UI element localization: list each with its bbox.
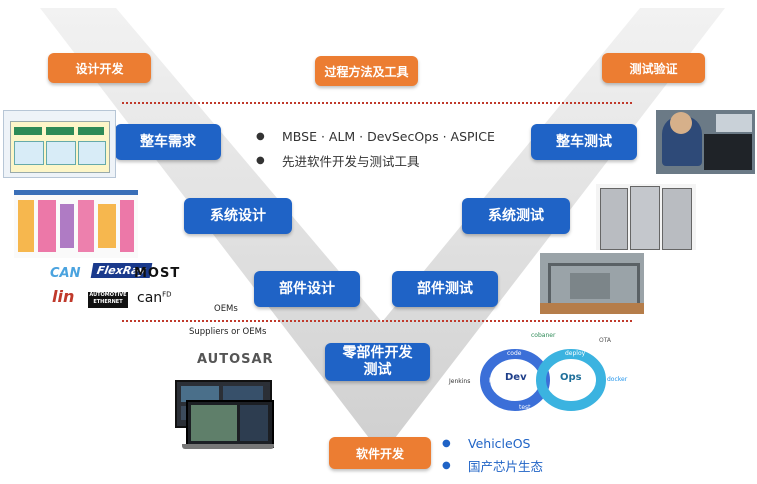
- test-label: test: [519, 404, 531, 411]
- ethernet-line-1: AUTOMOTIVE: [89, 292, 127, 298]
- middle-dotted-line: [122, 320, 632, 322]
- plan-label: plan: [489, 376, 502, 383]
- phase-verify: 测试验证: [602, 53, 705, 83]
- autosar-logo: AUTOSAR: [197, 352, 274, 367]
- devops-infinity: [480, 349, 606, 411]
- node-system-test: 系统测试: [462, 198, 570, 234]
- bullet-icon: ●: [256, 130, 265, 142]
- requirements-document-image: [3, 110, 116, 178]
- software-item-text: VehicleOS: [468, 435, 531, 451]
- lin-logo: lin: [52, 287, 75, 306]
- node-vehicle-test: 整车测试: [531, 124, 637, 160]
- node-component-test: 部件测试: [392, 271, 498, 307]
- most-logo: MOST: [134, 266, 181, 281]
- parts-line-2: 测试: [363, 362, 392, 378]
- canfd-sup: FD: [162, 290, 172, 299]
- tools-item-text: 先进软件开发与测试工具: [282, 153, 420, 169]
- top-dotted-line: [122, 102, 632, 104]
- test-rack-photo: [596, 184, 696, 250]
- ops-label: Ops: [560, 372, 582, 383]
- deploy-label: deploy: [565, 350, 586, 357]
- phase-design: 设计开发: [48, 53, 151, 83]
- software-item-text: 国产芯片生态: [468, 458, 544, 474]
- software-item: ● VehicleOS: [442, 432, 543, 454]
- ops-loop: [536, 349, 606, 411]
- ethernet-logo: AUTOMOTIVE ETHERNET: [88, 292, 128, 308]
- simulation-laptop-image: [186, 400, 274, 448]
- cobaner-label: cobaner: [531, 332, 556, 339]
- ethernet-line-2: ETHERNET: [93, 299, 123, 305]
- ota-label: OTA: [599, 337, 612, 344]
- system-architecture-image: [14, 190, 138, 258]
- test-bench-photo: [540, 253, 644, 314]
- tools-item: ● MBSE · ALM · DevSecOps · ASPICE: [256, 124, 495, 148]
- tools-item-text: MBSE · ALM · DevSecOps · ASPICE: [282, 128, 495, 144]
- node-component-design: 部件设计: [254, 271, 360, 307]
- bullet-icon: ●: [256, 154, 265, 166]
- v-band: [40, 8, 725, 455]
- can-logo: CAN: [50, 266, 81, 281]
- node-vehicle-requirement: 整车需求: [115, 124, 221, 160]
- jenkins-label: Jenkins: [449, 378, 471, 385]
- label-suppliers: Suppliers or OEMs: [189, 327, 267, 337]
- tools-item: ● 先进软件开发与测试工具: [256, 148, 495, 172]
- canfd-text: can: [137, 290, 163, 306]
- bullet-icon: ●: [442, 437, 451, 449]
- vehicle-test-photo: [656, 110, 755, 174]
- label-oems: OEMs: [214, 304, 238, 314]
- bullet-icon: ●: [442, 459, 451, 471]
- phase-process: 过程方法及工具: [315, 56, 418, 86]
- node-parts-development-test: 零部件开发 测试: [325, 343, 430, 381]
- tools-list: ● MBSE · ALM · DevSecOps · ASPICE ● 先进软件开发…: [256, 124, 495, 172]
- software-list: ● VehicleOS ● 国产芯片生态: [442, 432, 543, 476]
- docker-label: docker: [607, 376, 628, 383]
- node-software-development: 软件开发: [329, 437, 431, 469]
- canfd-logo: canFD: [137, 290, 172, 306]
- dev-label: Dev: [505, 372, 527, 383]
- laptop-base: [182, 444, 274, 449]
- parts-line-1: 零部件开发: [342, 345, 413, 361]
- devops-cycle-image: Dev Ops code deploy test plan OTA docker…: [447, 332, 632, 427]
- code-label: code: [507, 350, 522, 357]
- node-system-design: 系统设计: [184, 198, 292, 234]
- software-item: ● 国产芯片生态: [442, 454, 543, 476]
